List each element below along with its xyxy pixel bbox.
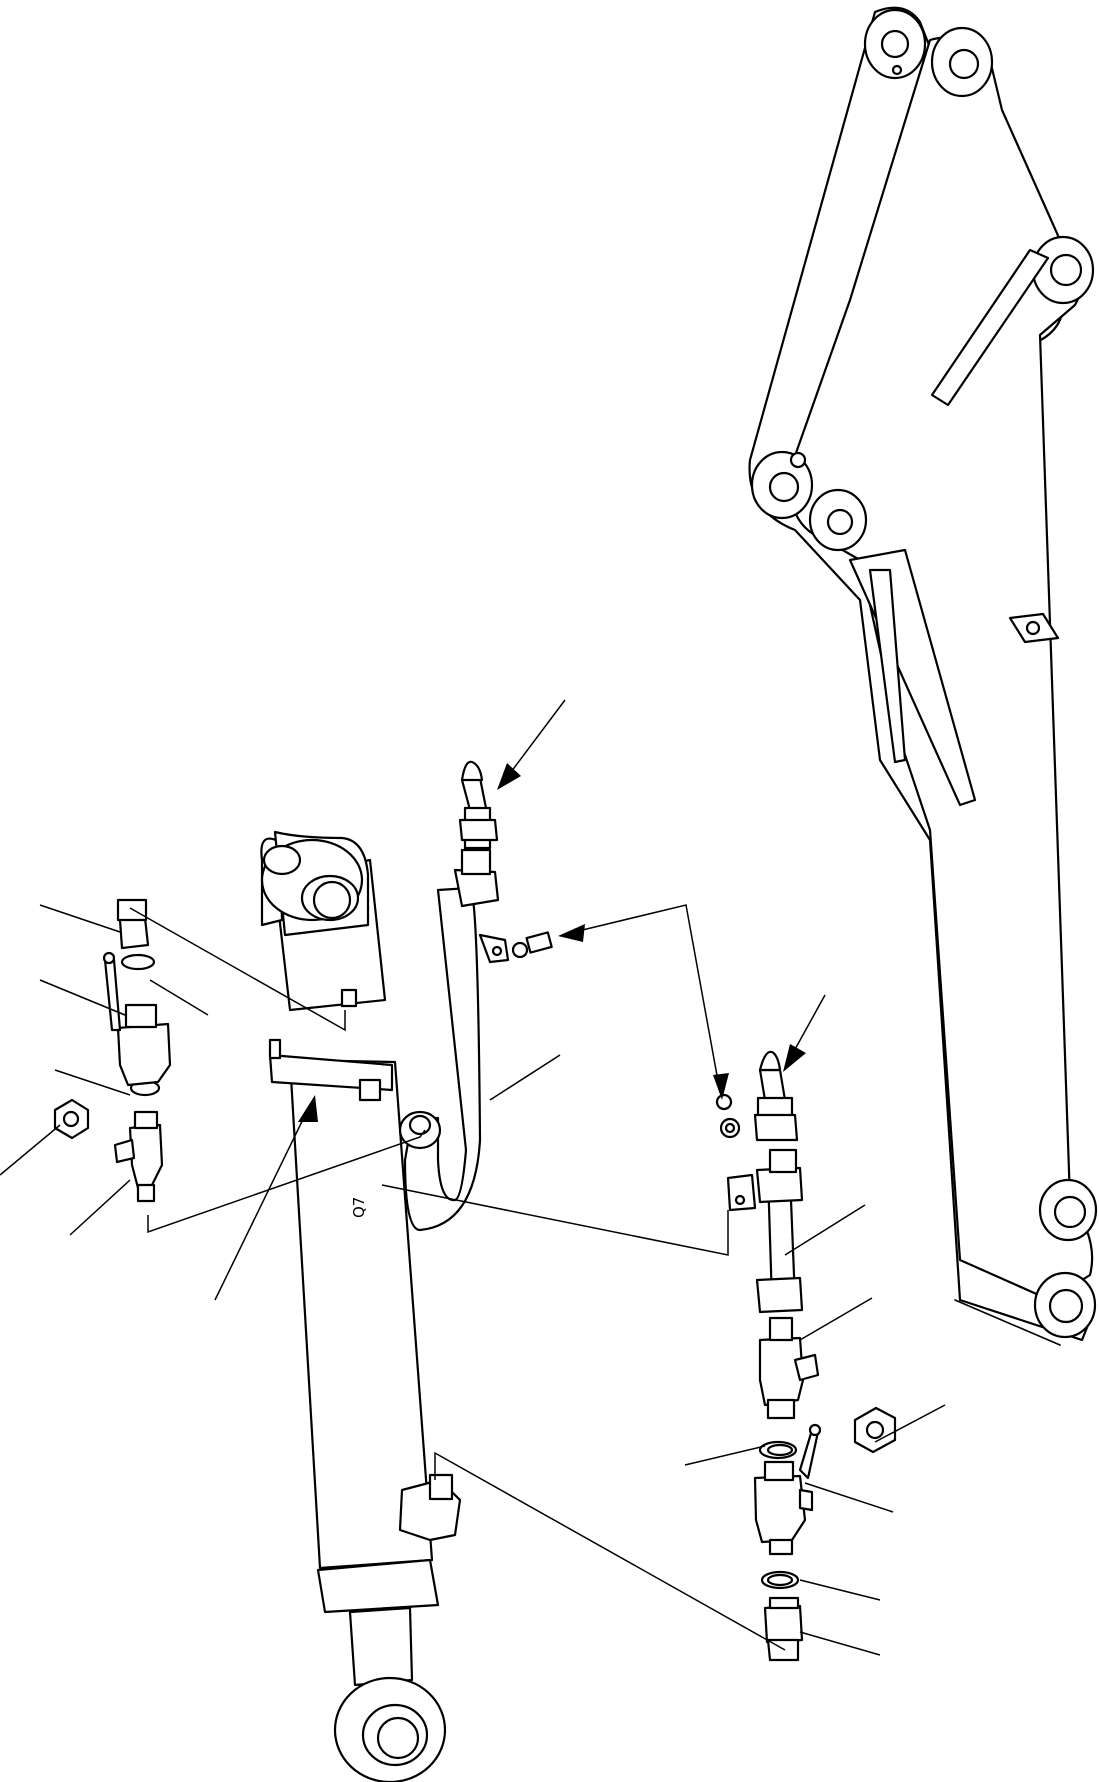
tee-right: [758, 1316, 820, 1420]
valve-right: [753, 1423, 822, 1556]
tee-left: [113, 1110, 164, 1203]
stamp-text: Q7: [350, 1197, 368, 1218]
stamp-label: Q7: [350, 1197, 368, 1218]
hose-end-left: [458, 760, 499, 850]
hose-end-right: [753, 1050, 799, 1142]
nut-right: [853, 1406, 897, 1454]
boom-arm: [748, 6, 1098, 1346]
fitting-top-left: [116, 898, 150, 950]
o-rings: [120, 953, 794, 1587]
valve-left: [102, 951, 172, 1087]
pipe-left: [398, 848, 510, 1232]
nut-left: [53, 1098, 90, 1140]
boom-cylinder: [260, 830, 462, 1782]
bolts-washers: [511, 931, 741, 1139]
clamp-band: [268, 1038, 394, 1102]
pipe-right: [726, 1148, 804, 1314]
leader-lines: [0, 699, 946, 1656]
